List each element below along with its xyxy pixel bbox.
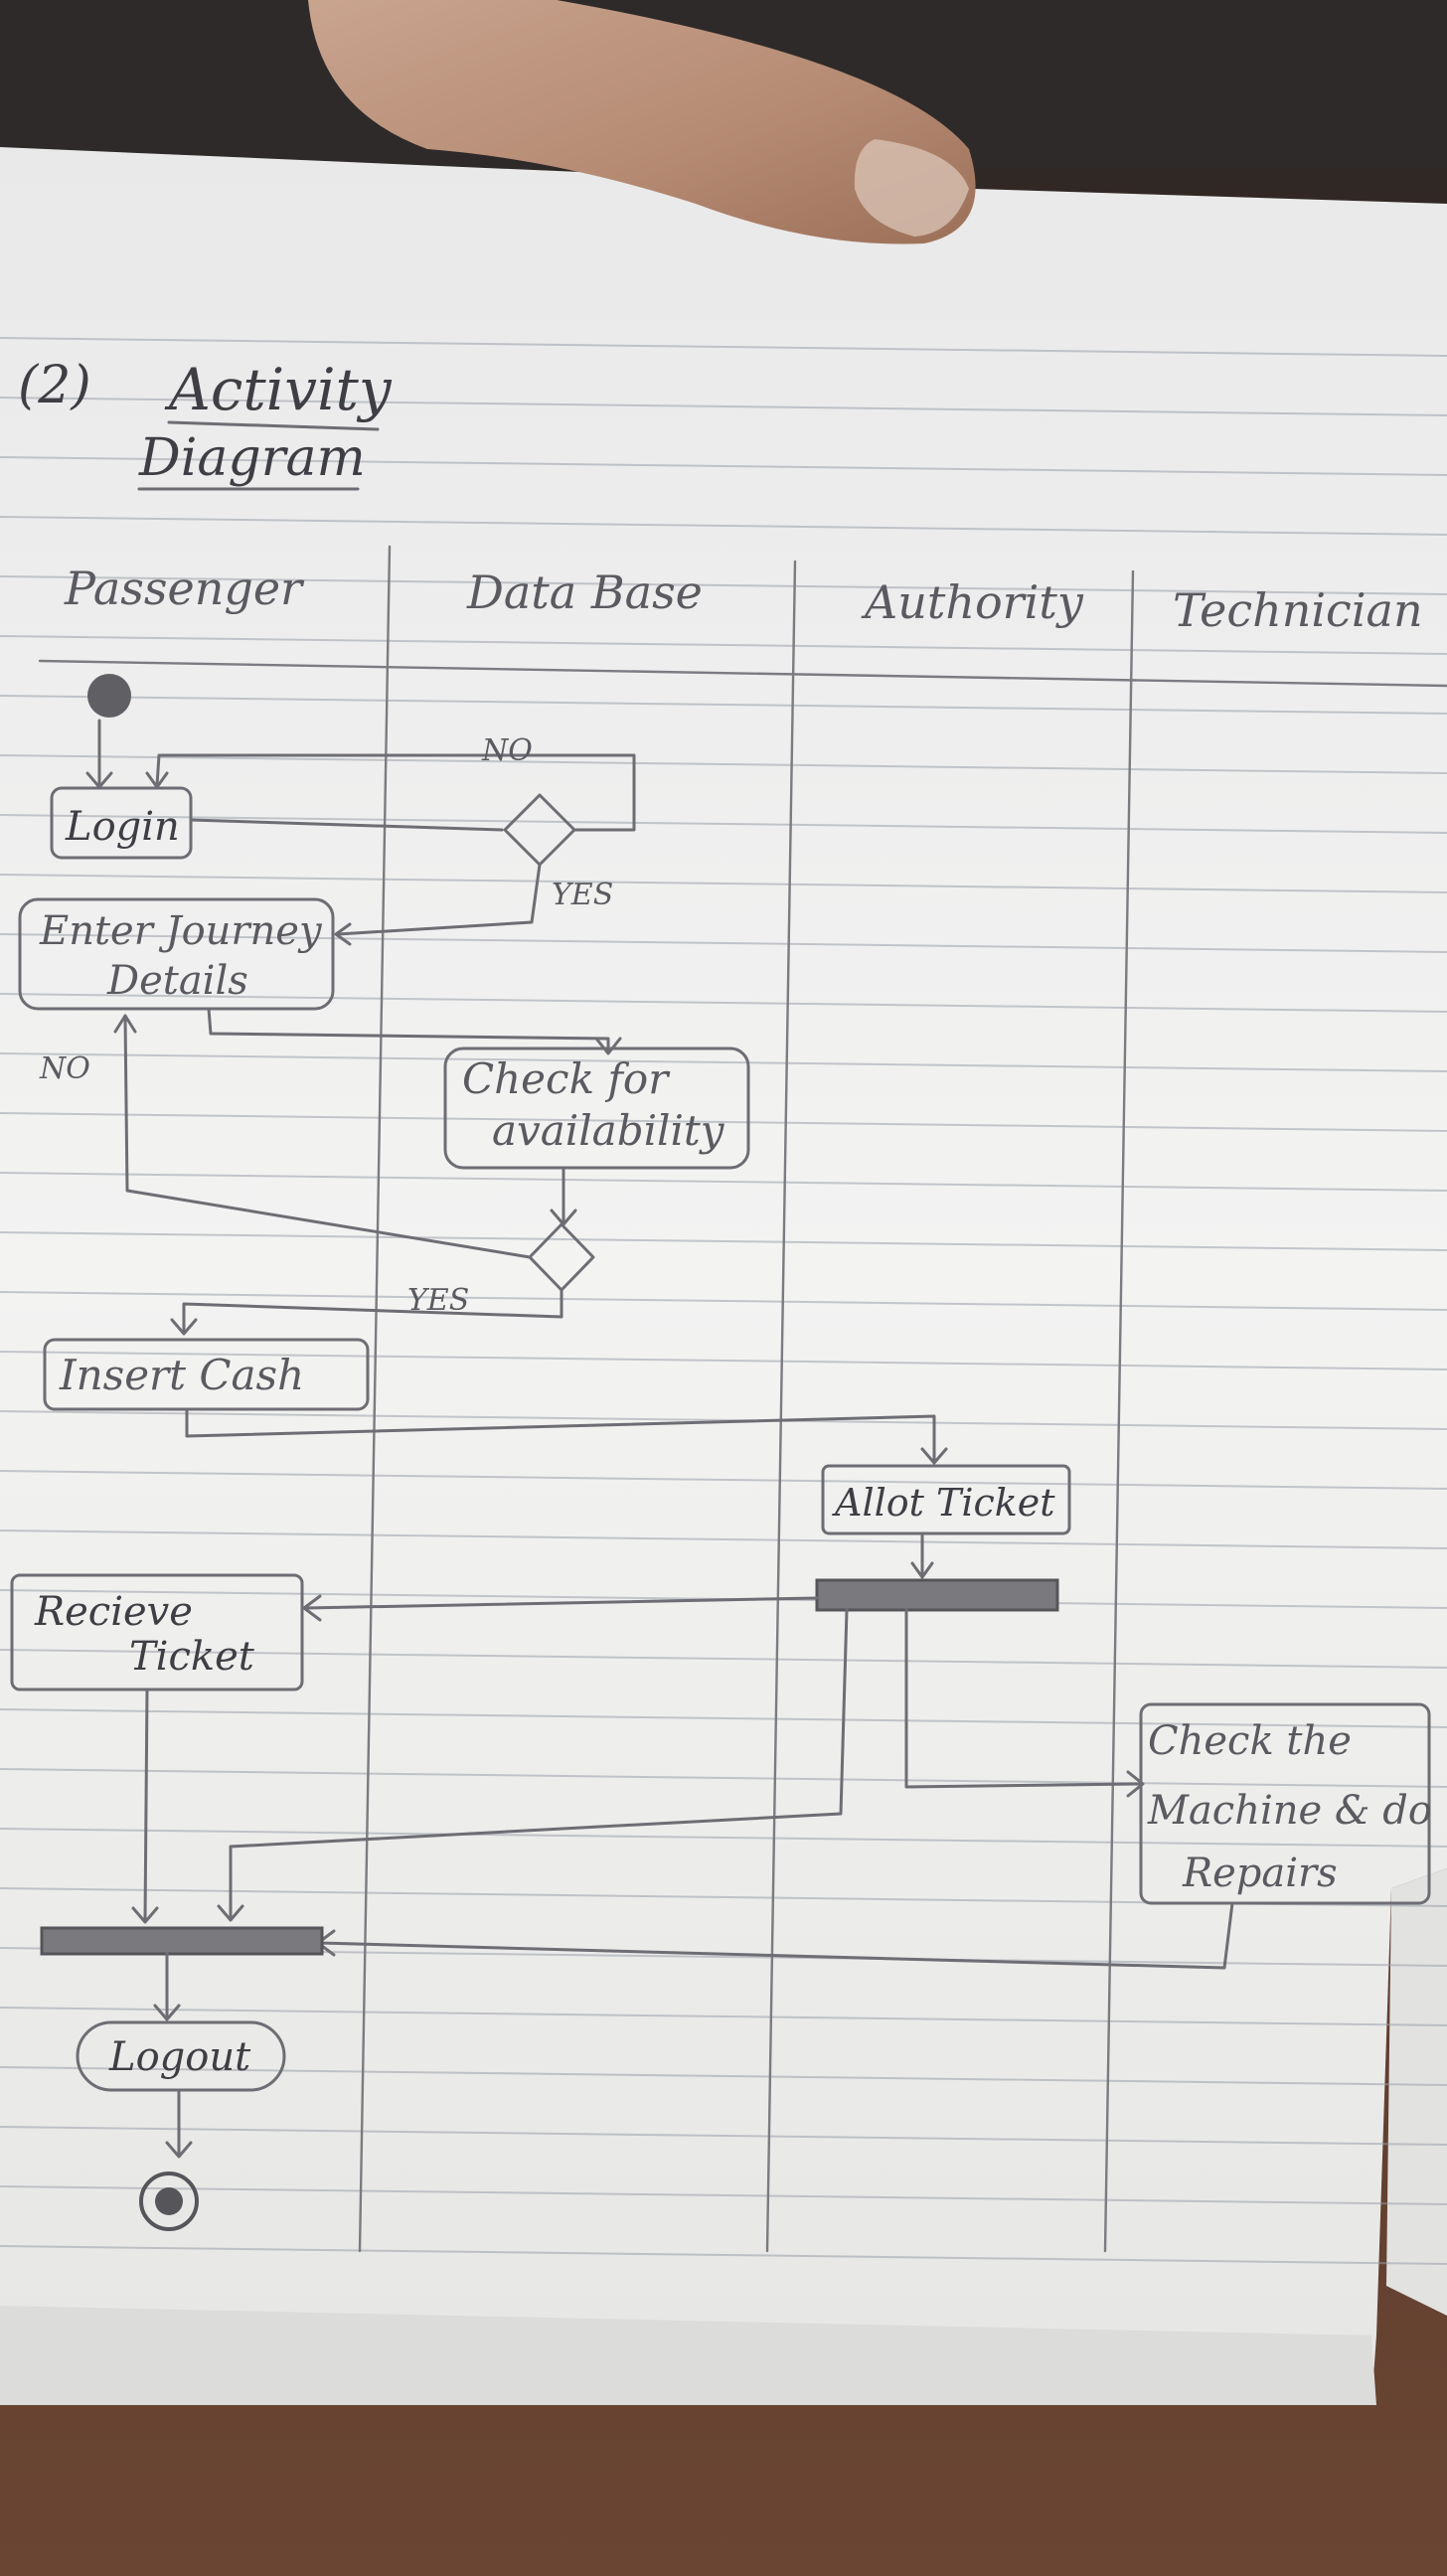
ruled-line (0, 2066, 1447, 2086)
fork-bar (815, 1578, 1059, 1612)
thumb-nail (854, 139, 969, 237)
check-machine-label-1: Check the (1148, 1718, 1352, 1764)
lane-passenger: Passenger (64, 562, 305, 615)
ruled-line (0, 754, 1447, 774)
initial-node (87, 674, 131, 718)
join-bar (40, 1926, 324, 1956)
thumb (308, 0, 976, 244)
ruled-line (0, 1052, 1447, 1072)
check-machine-action (1139, 1702, 1431, 1905)
check-machine-label-2: Machine & do (1147, 1788, 1432, 1834)
ruled-line (0, 2185, 1447, 2205)
ruled-line (0, 397, 1447, 416)
ruled-line (0, 1768, 1447, 1788)
ruled-lines (0, 337, 1447, 2265)
lane-authority: Authority (861, 575, 1084, 629)
ruled-line (0, 1708, 1447, 1728)
ruled-line (0, 516, 1447, 536)
guard-availability-yes: YES (407, 1283, 469, 1318)
logout-label: Logout (108, 2034, 251, 2080)
ruled-line (0, 1231, 1447, 1251)
ruled-line (0, 1828, 1447, 1848)
ruled-line (0, 1470, 1447, 1490)
ruled-line (0, 2245, 1447, 2265)
login-label: Login (65, 804, 180, 850)
check-availability-label-1: Check for (462, 1054, 671, 1103)
check-availability-label-2: availability (492, 1106, 725, 1155)
ruled-line (0, 2007, 1447, 2026)
ruled-line (0, 1351, 1447, 1370)
enter-journey-label-1: Enter Journey (39, 908, 323, 954)
page-bottom-edge (0, 2306, 1376, 2405)
insert-cash-action (43, 1338, 370, 1411)
allot-ticket-label: Allot Ticket (832, 1481, 1055, 1525)
receive-ticket-label-1: Recieve (34, 1589, 193, 1635)
final-node-center (155, 2187, 183, 2215)
heading-title-line1: Activity (164, 356, 393, 423)
next-page-edge (1386, 1868, 1447, 2316)
heading-title-line2: Diagram (138, 428, 366, 488)
ruled-line (0, 635, 1447, 655)
login-action (50, 786, 193, 860)
ruled-line (0, 1291, 1447, 1311)
ruled-line (0, 1530, 1447, 1549)
ruled-line (0, 933, 1447, 953)
receive-ticket-action (10, 1573, 304, 1691)
ruled-line (0, 1410, 1447, 1430)
guard-availability-no: NO (39, 1051, 90, 1086)
enter-journey-label-2: Details (106, 958, 248, 1004)
enter-journey-action (18, 897, 335, 1011)
ruled-line (0, 695, 1447, 715)
ruled-line (0, 456, 1447, 476)
guard-login-yes: YES (552, 878, 613, 912)
guard-login-no: NO (481, 733, 533, 768)
ruled-line (0, 1172, 1447, 1192)
swimlane-dividers (38, 545, 1447, 2253)
check-machine-label-3: Repairs (1182, 1851, 1338, 1896)
allot-ticket-action (821, 1464, 1071, 1535)
ruled-line (0, 337, 1447, 357)
ruled-line (0, 575, 1447, 595)
lane-technician: Technician (1173, 583, 1423, 637)
ruled-line (0, 2126, 1447, 2146)
ruled-line (0, 993, 1447, 1013)
check-availability-action (443, 1046, 750, 1170)
ruled-line (0, 874, 1447, 893)
ruled-line (0, 814, 1447, 834)
logout-action (76, 2020, 286, 2092)
ruled-line (0, 1649, 1447, 1669)
insert-cash-label: Insert Cash (59, 1351, 304, 1399)
ruled-line (0, 1112, 1447, 1132)
receive-ticket-label-2: Ticket (129, 1634, 255, 1680)
final-node (139, 2172, 199, 2231)
lane-database: Data Base (466, 565, 703, 619)
heading-number: (2) (18, 356, 91, 415)
